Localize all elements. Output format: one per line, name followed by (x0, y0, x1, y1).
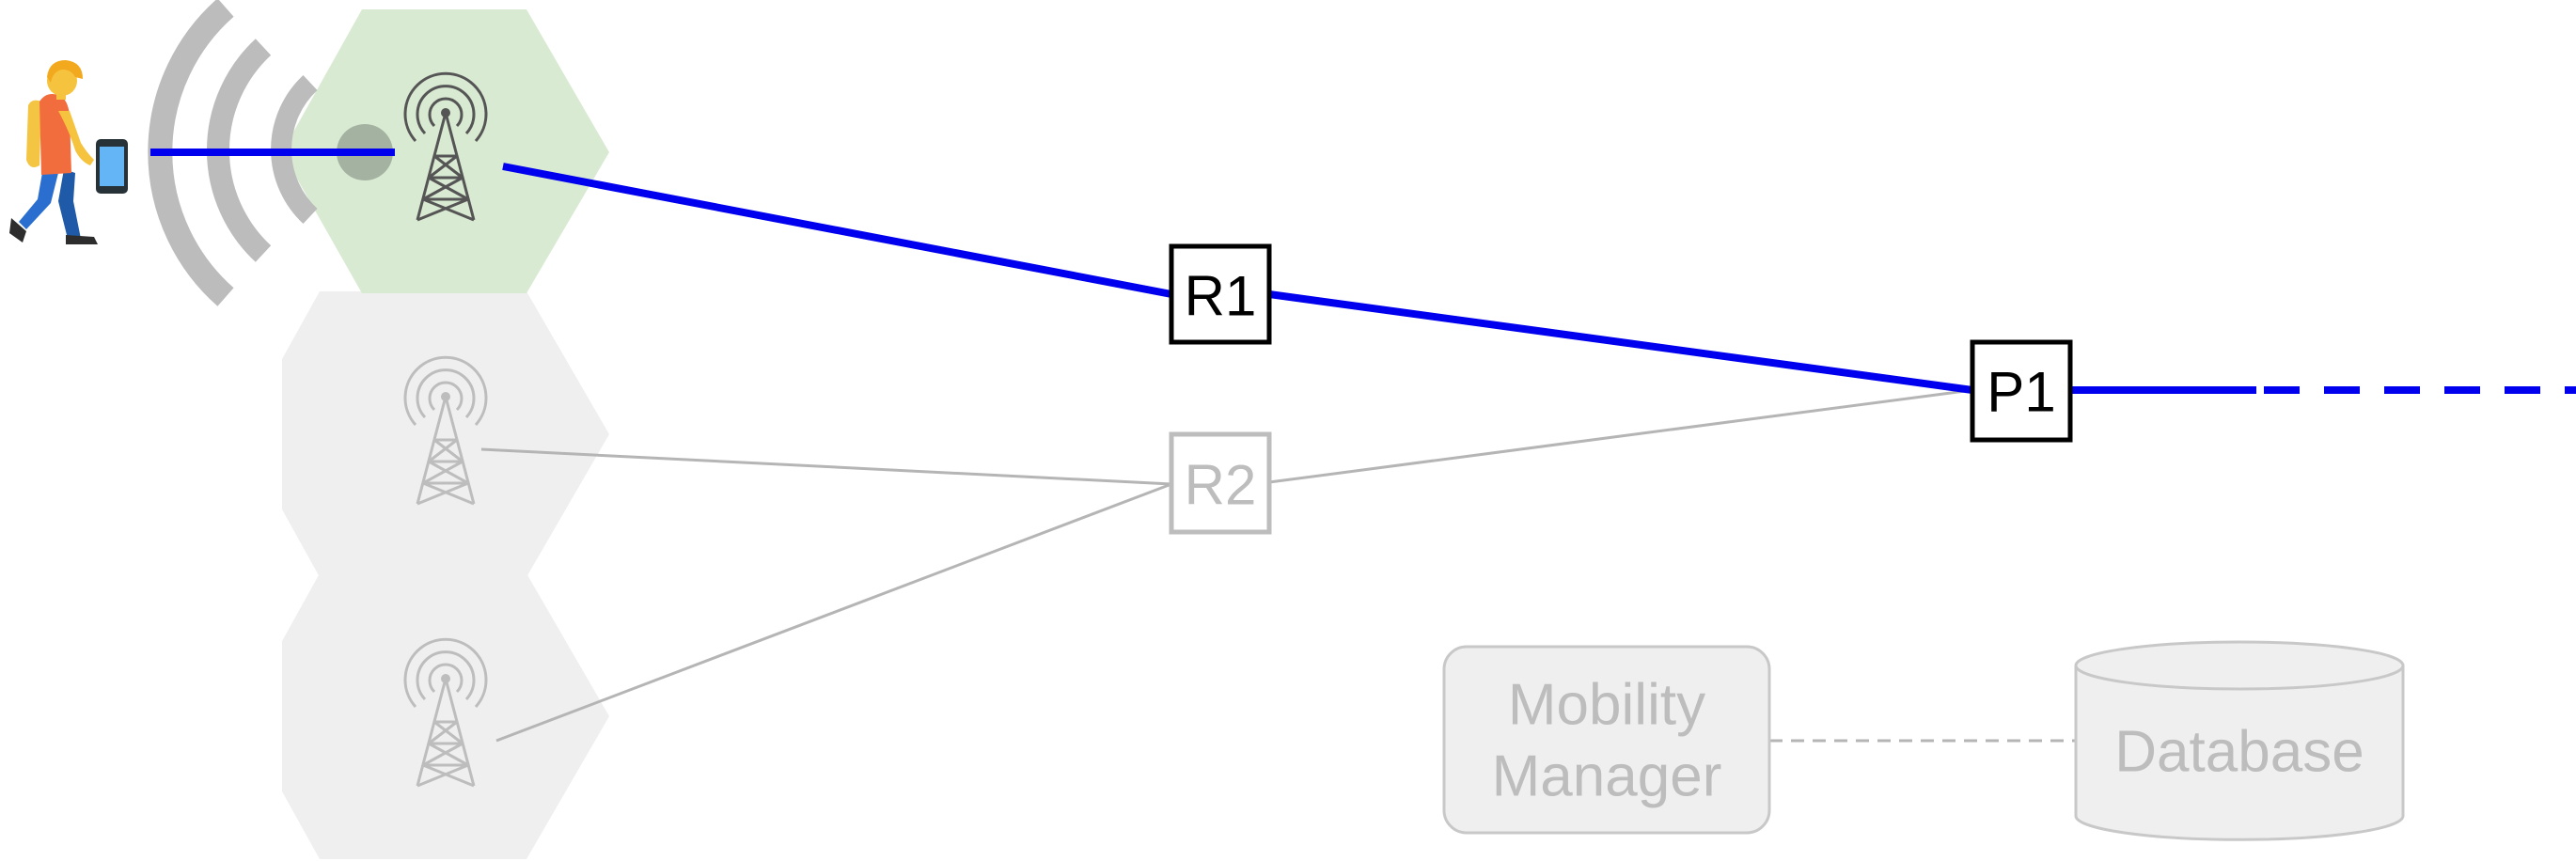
inactive-cell-bottom (282, 573, 609, 859)
router-r1-label: R1 (1185, 265, 1257, 328)
router-r2: R2 (1169, 431, 1272, 535)
tower3-to-r2-link (495, 482, 1172, 743)
tower2-to-r2-link (480, 447, 1172, 486)
active-cell (282, 9, 609, 293)
database-label: Database (2114, 720, 2364, 785)
node-p1: P1 (1970, 339, 2073, 443)
mobility-manager-label-line2: Manager (1492, 744, 1722, 809)
mobility-manager-label-line1: Mobility (1508, 673, 1705, 738)
r1-to-p1-link (1268, 290, 1973, 394)
inactive-cell-middle (282, 291, 609, 577)
mobility-manager-box: Mobility Manager (1442, 645, 1771, 835)
node-p1-label: P1 (1987, 361, 2055, 424)
r2-to-p1-link (1268, 388, 1973, 484)
tower1-to-r1-link (502, 163, 1172, 298)
walking-person-icon (9, 60, 98, 244)
router-r2-label: R2 (1185, 454, 1257, 517)
database-cylinder: Database (2074, 640, 2405, 841)
smartphone-icon (96, 139, 128, 194)
router-r1: R1 (1169, 243, 1272, 345)
